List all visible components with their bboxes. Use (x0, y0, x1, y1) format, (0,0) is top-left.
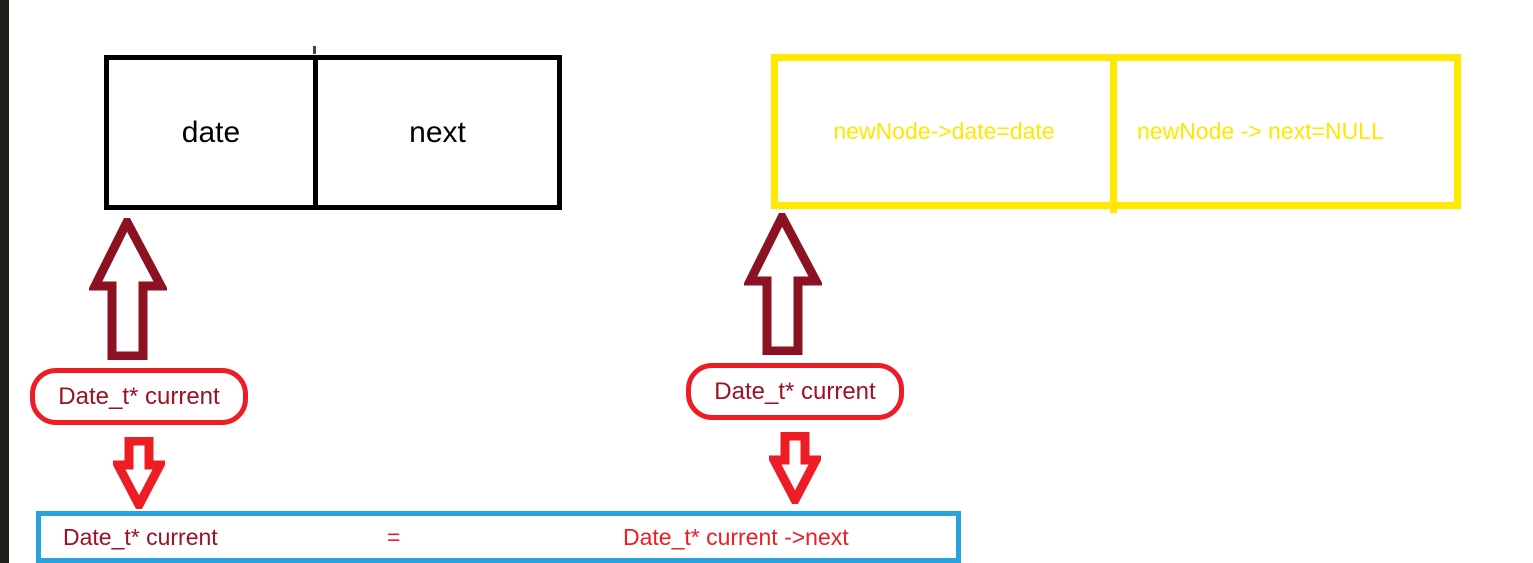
node-field-next: next (409, 115, 466, 149)
assignment-lhs: Date_t* current (63, 523, 218, 550)
up-block-arrow-icon (89, 218, 167, 360)
new-node-assignment-box: newNode->date=date newNode -> next=NULL (771, 54, 1461, 209)
yellow-divider-stub (1110, 203, 1117, 213)
node-field-date: date (109, 60, 318, 205)
newnode-next-assignment: newNode -> next=NULL (1137, 118, 1384, 144)
assignment-rhs: Date_t* current ->next (623, 523, 849, 550)
pointer-label-current-right: Date_t* current (686, 363, 904, 420)
tick-mark-icon (313, 46, 316, 54)
down-block-arrow-icon (113, 437, 165, 509)
pointer-label-text: Date_t* current (58, 382, 220, 410)
assignment-operator: = (387, 523, 401, 550)
down-block-arrow-icon (769, 432, 821, 504)
newnode-date-assignment: newNode->date=date (778, 61, 1117, 202)
pointer-label-text: Date_t* current (714, 377, 876, 405)
assignment-statement-bar: Date_t* current = Date_t* current ->next (36, 511, 961, 563)
left-edge-bar (0, 0, 9, 563)
node-struct-box: date next (104, 55, 562, 210)
pointer-label-current-left: Date_t* current (30, 368, 248, 425)
up-block-arrow-icon (744, 213, 822, 355)
